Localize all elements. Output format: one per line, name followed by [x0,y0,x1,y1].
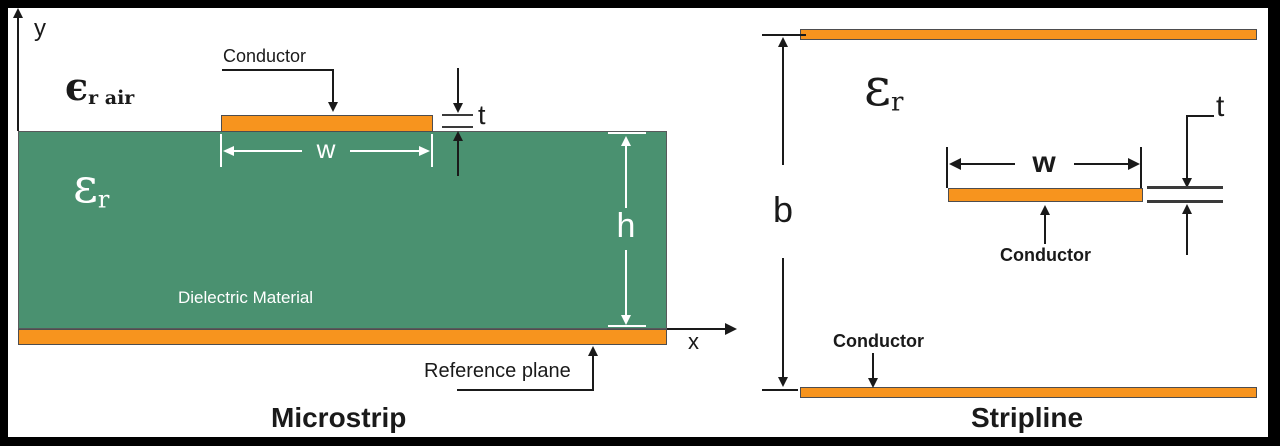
frame-right [1268,0,1280,446]
t-dim-tick [442,114,473,116]
stripline-bottom-ground [800,387,1257,398]
stripline-spacing-label: b [772,189,794,230]
reference-plane-leader-line [457,389,594,391]
stripline-center-conductor-label: Conductor [1000,245,1091,265]
y-axis-label: y [34,15,46,42]
stripline-top-ground [800,29,1257,40]
bottom-conductor-leader-line [872,353,874,380]
microstrip-conductor-label: Conductor [223,46,307,66]
microstrip-height-label: h [616,207,636,245]
reference-plane-leader-line [592,354,594,391]
microstrip-ground-plane [18,329,667,345]
conductor-leader-arrowhead-icon [328,102,338,112]
t-dim-line [457,68,459,105]
microstrip-thickness-label: t [478,100,486,130]
stripline-bottom-conductor-label: Conductor [833,331,924,351]
t-dim-tick [1147,200,1223,203]
microstrip-epsilon-air-label: ϵr air [65,64,135,110]
microstrip-dielectric-block [18,131,667,329]
center-conductor-arrowhead-icon [1040,205,1050,215]
w-dim-line [234,150,302,152]
t-dim-tick [442,126,473,128]
t-dim-arrowhead-icon [453,131,463,141]
stripline-title: Stripline [971,402,1084,433]
h-dim-line [625,146,627,208]
epsilon-subscript: r [97,185,110,214]
t-dim-leader-line [1186,115,1214,117]
h-dim-tick [608,325,646,327]
t-dim-line [457,140,459,176]
frame-top [0,0,1280,8]
stripline-thickness-label: t [1216,90,1225,123]
w-dim-tick [220,134,222,167]
conductor-leader-line [332,69,334,105]
reference-plane-label: Reference plane [424,360,571,382]
t-dim-line [1186,115,1188,179]
epsilon-symbol: ε [864,58,891,118]
w-dim-tick [431,134,433,167]
b-dim-tick [762,34,806,36]
stripline-width-label: w [1032,146,1056,179]
h-dim-arrowhead-icon [621,136,631,146]
w-dim-arrowhead-icon [949,158,961,170]
conductor-leader-line [222,69,334,71]
stripline-center-conductor [948,188,1143,202]
reference-plane-arrowhead-icon [588,346,598,356]
x-axis-label: x [688,329,699,354]
t-dim-arrowhead-icon [1182,178,1192,188]
y-axis-arrowhead-icon [13,8,23,18]
x-axis-arrowhead-icon [725,323,737,335]
microstrip-epsilon-r-label: εr [73,158,110,214]
epsilon-symbol: ε [73,158,98,214]
t-dim-line [1186,213,1188,255]
epsilon-subscript: r [890,87,904,118]
microstrip-conductor-strip [221,115,433,132]
b-dim-arrowhead-icon [778,37,788,47]
x-axis-line [667,328,727,330]
t-dim-tick [1147,186,1223,189]
epsilon-symbol: ϵ [65,64,89,109]
w-dim-arrowhead-icon [419,146,430,156]
microstrip-title: Microstrip [271,402,407,433]
y-axis-line [17,16,19,131]
w-dim-line [961,163,1015,165]
w-dim-line [1074,163,1130,165]
h-dim-line [625,250,627,316]
microstrip-width-label: w [316,134,336,164]
h-dim-tick [608,132,646,134]
epsilon-subscript: r air [88,87,135,110]
w-dim-tick [946,147,948,188]
b-dim-tick [762,389,798,391]
b-dim-arrowhead-icon [778,377,788,387]
bottom-conductor-arrowhead-icon [868,378,878,388]
w-dim-line [350,150,420,152]
t-dim-arrowhead-icon [453,103,463,113]
b-dim-line [782,47,784,165]
w-dim-arrowhead-icon [1128,158,1140,170]
w-dim-tick [1140,147,1142,188]
t-dim-arrowhead-icon [1182,204,1192,214]
b-dim-line [782,258,784,378]
frame-bottom [0,437,1280,446]
frame-left [0,0,8,446]
h-dim-arrowhead-icon [621,315,631,325]
dielectric-material-label: Dielectric Material [178,288,314,307]
stripline-epsilon-r-label: εr [864,58,904,118]
center-conductor-leader-line [1044,214,1046,244]
w-dim-arrowhead-icon [223,146,234,156]
